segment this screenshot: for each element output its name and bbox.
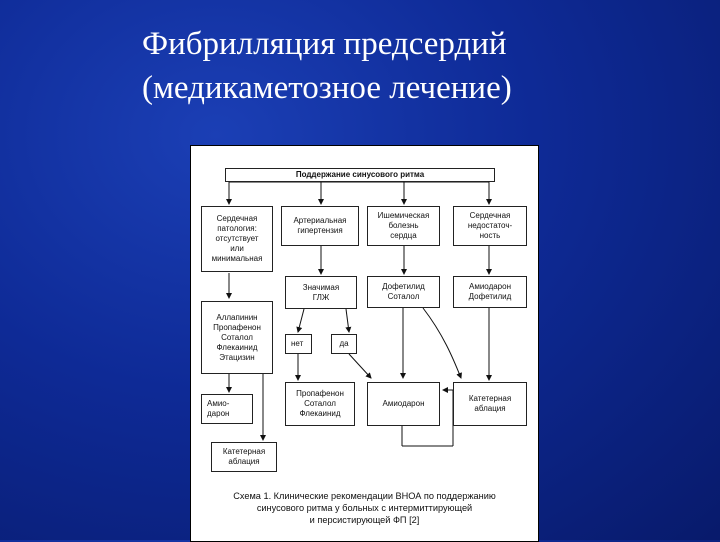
amiodarone-left-box: Амио- дарон [201, 394, 253, 424]
pathology-category-box: Сердечная патология: отсутствует или мин… [201, 206, 273, 272]
lvh-yes-box: да [331, 334, 357, 354]
amiodarone-box: Амиодарон [367, 382, 440, 426]
ischemic-category-box: Ишемическая болезнь сердца [367, 206, 440, 246]
flowchart-connectors [226, 181, 492, 447]
catheter-ablation-right-box: Катетерная аблация [453, 382, 527, 426]
ischemic-drugs-box: Дофетилид Соталол [367, 276, 440, 308]
slide-title-line-2: (медикаметозное лечение) [142, 70, 512, 106]
figure-caption: Схема 1. Клинические рекомендации ВНОА п… [233, 491, 496, 525]
hypertension-drugs-box: Пропафенон Соталол Флекаинид [285, 382, 355, 426]
hypertension-category-box: Артериальная гипертензия [281, 206, 359, 246]
heart-failure-drugs-box: Амиодарон Дофетилид [453, 276, 527, 308]
catheter-ablation-left-box: Катетерная аблация [211, 442, 277, 472]
flowchart-figure: Поддержание синусового ритма Сердечная п… [190, 145, 539, 542]
slide-title: Фибрилляция предсердий (медикаметозное л… [142, 22, 702, 110]
lvh-no-box: нет [285, 334, 312, 354]
pathology-drugs-box: Аллапинин Пропафенон Соталол Флекаинид Э… [201, 301, 273, 374]
lvh-box: Значимая ГЛЖ [285, 276, 357, 309]
heart-failure-category-box: Сердечная недостаточ- ность [453, 206, 527, 246]
slide-title-line-1: Фибрилляция предсердий [142, 26, 507, 62]
maintain-sinus-rhythm-box: Поддержание синусового ритма [225, 168, 495, 182]
